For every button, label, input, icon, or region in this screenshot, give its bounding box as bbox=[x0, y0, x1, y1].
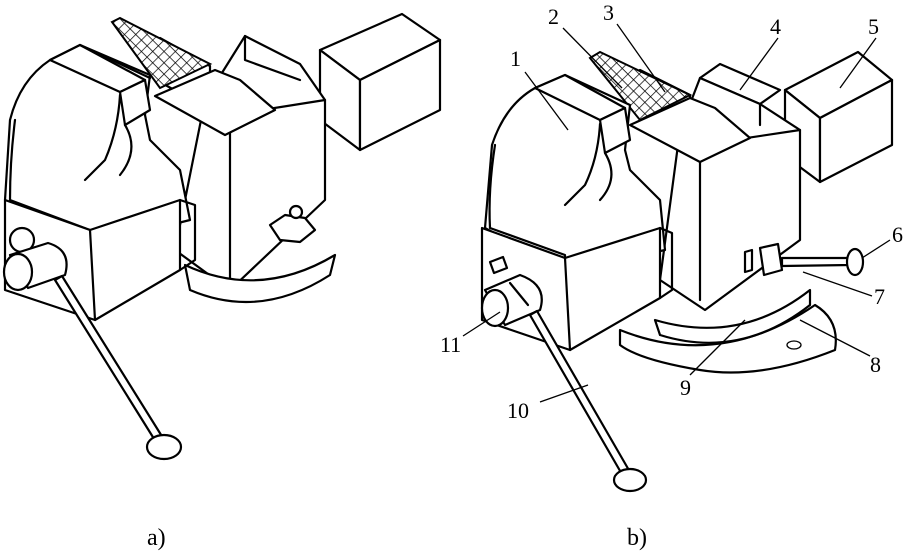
guide-rail bbox=[318, 12, 442, 152]
fixed-jaw-b bbox=[588, 50, 752, 164]
label-2: 2 bbox=[548, 4, 559, 29]
caption-b: b) bbox=[627, 525, 647, 551]
swivel-base bbox=[183, 253, 337, 304]
label-9: 9 bbox=[680, 375, 691, 400]
label-8: 8 bbox=[870, 352, 881, 377]
label-7: 7 bbox=[874, 284, 885, 309]
lock-nut bbox=[268, 204, 317, 244]
label-1: 1 bbox=[510, 46, 521, 71]
label-3: 3 bbox=[603, 0, 614, 25]
guide-rail-b bbox=[783, 50, 894, 184]
leader-lines bbox=[462, 23, 891, 403]
callout-labels: 1 2 3 4 5 6 7 8 9 10 11 bbox=[440, 0, 903, 423]
caption-a: a) bbox=[147, 525, 166, 551]
lower-box-b bbox=[480, 226, 674, 352]
vise-swivel-type bbox=[480, 50, 894, 493]
movable-jaw-b bbox=[483, 73, 667, 274]
clamp-lever bbox=[743, 242, 865, 277]
label-11: 11 bbox=[440, 332, 461, 357]
screw-handle-a bbox=[2, 226, 183, 461]
vise-fixed-type bbox=[2, 12, 442, 461]
lower-box bbox=[3, 198, 197, 322]
fixed-jaw bbox=[110, 16, 277, 137]
label-10: 10 bbox=[507, 398, 529, 423]
swivel-base-b bbox=[618, 288, 837, 374]
label-4: 4 bbox=[770, 14, 781, 39]
label-5: 5 bbox=[868, 14, 879, 39]
label-6: 6 bbox=[892, 222, 903, 247]
